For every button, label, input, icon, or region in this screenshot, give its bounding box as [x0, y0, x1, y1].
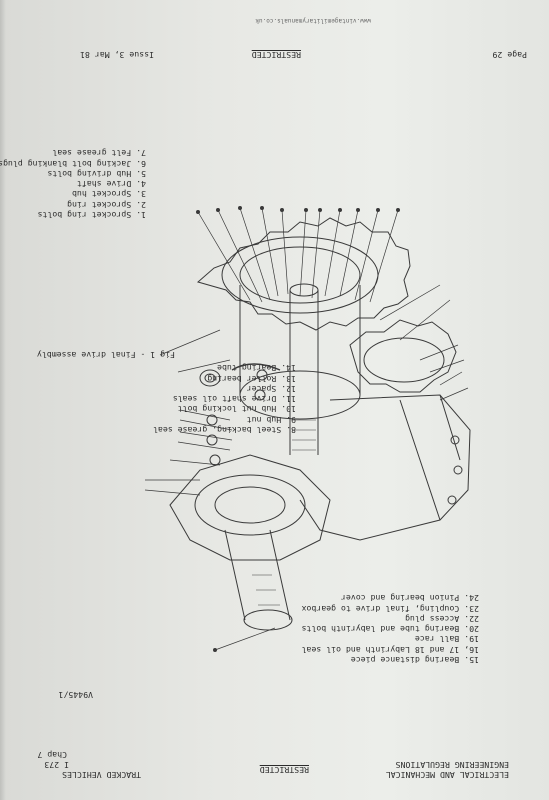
side-sprocket — [349, 319, 457, 393]
pinion-shaft — [224, 529, 291, 621]
gearbox-coupling — [169, 454, 331, 561]
loose-seal — [199, 369, 221, 387]
sprocket-ring — [196, 217, 411, 331]
leader-lines — [144, 207, 469, 651]
sprocket-hub — [239, 285, 361, 395]
drive-shaft — [289, 290, 319, 455]
bearing-tube — [299, 394, 471, 541]
page-edge-shadow — [0, 0, 6, 800]
